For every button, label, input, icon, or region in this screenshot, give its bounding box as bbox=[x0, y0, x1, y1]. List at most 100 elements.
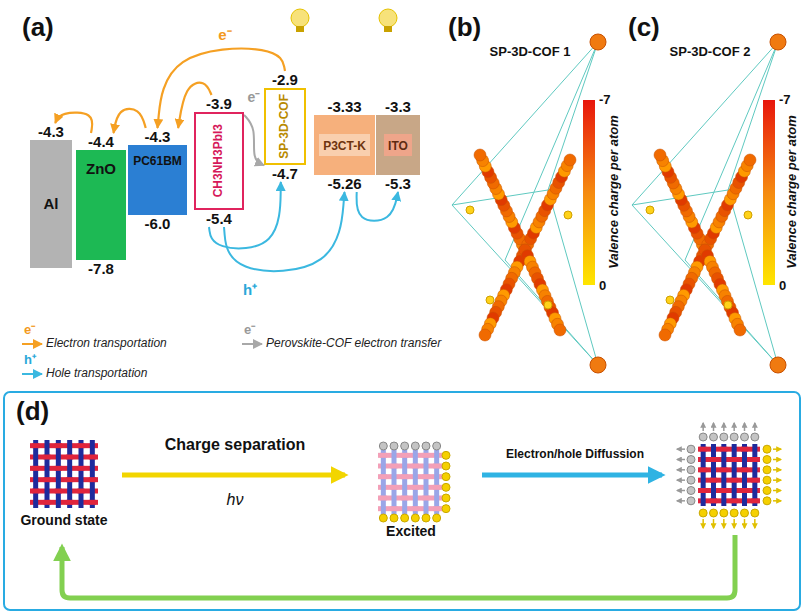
lattice-bar bbox=[741, 488, 748, 493]
energy-value: -4.4 bbox=[88, 133, 114, 150]
lattice-bar bbox=[698, 478, 760, 483]
electron bbox=[687, 456, 695, 464]
atom bbox=[554, 324, 566, 336]
hole bbox=[379, 514, 387, 522]
carrier-label: e⁻ bbox=[218, 26, 231, 43]
state-label: Ground state bbox=[20, 512, 107, 528]
return-arrow bbox=[62, 535, 735, 598]
lattice-bar bbox=[391, 506, 398, 511]
level-bar: ITO bbox=[376, 115, 420, 175]
electron bbox=[433, 442, 441, 450]
electron bbox=[699, 433, 707, 441]
lattice-bar bbox=[412, 506, 419, 511]
material-name: PC61BM bbox=[133, 155, 182, 169]
lattice-bar bbox=[392, 450, 397, 514]
electron bbox=[751, 433, 759, 441]
level-bar: ZnO bbox=[76, 150, 126, 260]
carrier-label: e⁻ bbox=[248, 89, 261, 105]
lattice-bar bbox=[381, 450, 386, 514]
lattice-bar bbox=[751, 457, 758, 462]
panel-label: (a) bbox=[22, 13, 54, 43]
legend-prefix: h⁺ bbox=[24, 353, 36, 368]
legend-prefix: e⁻ bbox=[24, 323, 35, 338]
lattice-bar bbox=[413, 450, 418, 514]
atom bbox=[474, 149, 486, 161]
material-name: SP-3D-COF bbox=[278, 94, 292, 159]
atom bbox=[734, 324, 746, 336]
diffusion-arrow bbox=[677, 469, 685, 471]
cof-structure bbox=[452, 34, 606, 373]
electron bbox=[411, 442, 419, 450]
atom bbox=[666, 296, 674, 304]
hole bbox=[442, 473, 450, 481]
hole bbox=[442, 451, 450, 459]
diffusion-arrow bbox=[702, 423, 704, 431]
lattice-bar bbox=[78, 489, 85, 494]
lattice-bar bbox=[89, 477, 96, 482]
hole bbox=[442, 483, 450, 491]
lattice-bar bbox=[33, 440, 38, 508]
energy-value: -4.3 bbox=[145, 128, 171, 145]
legend-sample bbox=[242, 343, 262, 345]
color-bar bbox=[763, 100, 775, 285]
lattice-bar bbox=[89, 455, 96, 460]
level-bar: CH3NH3PbI3 bbox=[194, 112, 244, 210]
atom bbox=[466, 206, 474, 214]
atom bbox=[564, 154, 576, 166]
diffusion-arrow bbox=[744, 423, 746, 431]
energy-level-box: -4.4ZnO-7.8 bbox=[76, 133, 126, 277]
legend-text: Electron transportation bbox=[46, 337, 167, 351]
panel-label: (d) bbox=[16, 397, 49, 427]
material-name: CH3NH3PbI3 bbox=[212, 124, 226, 197]
lattice-bar bbox=[378, 464, 442, 469]
legend-text: Hole transportation bbox=[46, 367, 147, 381]
atom bbox=[659, 329, 671, 341]
atom bbox=[654, 149, 666, 161]
lattice-bar bbox=[710, 498, 717, 503]
electron bbox=[687, 466, 695, 474]
lattice-bar bbox=[698, 488, 760, 493]
process-arrow bbox=[482, 473, 662, 478]
lattice-bar bbox=[401, 496, 408, 501]
unit-cell-edge bbox=[452, 42, 598, 205]
diffusion-arrow bbox=[754, 423, 756, 431]
lattice-bar bbox=[30, 466, 98, 471]
diffusion-arrow bbox=[754, 519, 756, 528]
atom bbox=[646, 206, 654, 214]
hole bbox=[763, 445, 771, 453]
energy-value: -5.4 bbox=[206, 210, 232, 227]
lattice-bar bbox=[732, 444, 737, 506]
energy-level-box: -3.9CH3NH3PbI3-5.4 bbox=[194, 95, 244, 227]
lattice-bar bbox=[731, 478, 738, 483]
lattice-bar bbox=[433, 506, 440, 511]
hole bbox=[401, 514, 409, 522]
bulb-base bbox=[296, 26, 304, 32]
lattice-bar bbox=[66, 455, 73, 460]
atom bbox=[770, 34, 786, 50]
lattice-bar bbox=[700, 447, 707, 452]
hole bbox=[422, 514, 430, 522]
lattice-bar bbox=[424, 450, 429, 514]
lattice-bar bbox=[44, 500, 51, 505]
scale-value: 0 bbox=[599, 279, 606, 294]
scale-value: 0 bbox=[779, 279, 786, 294]
lattice-bar bbox=[30, 477, 98, 482]
hole bbox=[763, 466, 771, 474]
transfer-arrow bbox=[244, 115, 264, 166]
atom bbox=[744, 211, 752, 219]
bulb-base bbox=[384, 26, 392, 32]
electron bbox=[401, 442, 409, 450]
atom bbox=[479, 329, 491, 341]
atom bbox=[544, 301, 552, 309]
energy-value: -3.3 bbox=[385, 98, 411, 115]
panel-label: (b) bbox=[448, 13, 481, 43]
lattice bbox=[30, 423, 781, 528]
lattice-bar bbox=[698, 457, 760, 462]
energy-value: -6.0 bbox=[145, 215, 171, 232]
lattice-bar bbox=[731, 457, 738, 462]
axis-title: Valence charge per atom bbox=[785, 115, 800, 268]
legend-sample bbox=[22, 373, 42, 375]
axis-title: Valence charge per atom bbox=[607, 115, 622, 268]
electron bbox=[687, 445, 695, 453]
